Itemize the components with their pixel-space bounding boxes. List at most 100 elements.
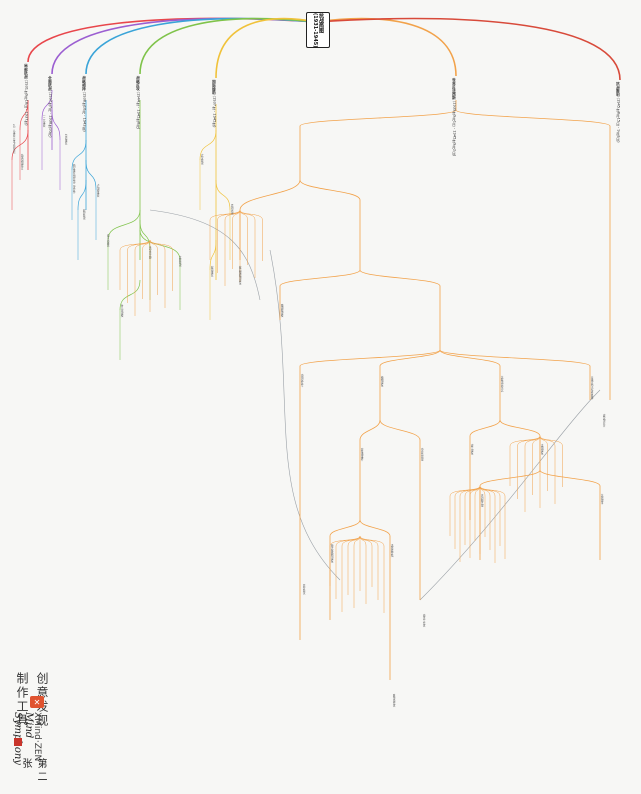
orange-connector — [469, 419, 501, 520]
orange-connector — [359, 519, 391, 680]
leaf-connector — [329, 535, 361, 586]
branch-title: 局部抗战 — [24, 64, 29, 79]
leaf-connector — [217, 209, 241, 273]
branch-connector-b7 — [315, 17, 621, 81]
sub-branch-connector — [11, 129, 29, 161]
orange-connector — [479, 469, 541, 560]
xmind-brand: XMind·ZEN — [32, 712, 42, 762]
leaf-node[interactable]: 武汉会战 — [200, 154, 204, 165]
tool-label: 制作工具 — [15, 672, 29, 728]
leaf-node[interactable]: 波茨坦公告 — [602, 414, 606, 427]
leaf-node[interactable]: 平型关大捷 — [148, 246, 152, 259]
branch-subtitle: (1945年8月15日 - 9月2日) — [616, 96, 621, 143]
branch-title: 战略相持 — [82, 76, 87, 91]
orange-connector — [299, 100, 457, 180]
leaf-connector — [142, 239, 151, 299]
leaf-node[interactable]: 日本宣布无条件投降 — [590, 376, 594, 400]
leaf-node[interactable]: 中途岛海战 — [420, 448, 424, 461]
branch-node-b5[interactable]: 国际援助 (1937年 - 1945年) — [212, 80, 216, 127]
branch-connector-b1 — [27, 17, 317, 63]
leaf-node[interactable]: 太原会战 — [178, 256, 182, 267]
branch-node-b3[interactable]: 战略相持 (1938年10月 - 1943年) — [82, 76, 86, 132]
leaf-node[interactable]: 伪满洲国成立 — [20, 154, 24, 170]
leaf-node[interactable]: 珍珠港事件 — [360, 448, 364, 461]
leaf-node[interactable]: 中国远征军 — [300, 374, 304, 387]
leaf-connector — [359, 535, 385, 613]
branch-subtitle: (1931年9月18日 - 1937年) — [24, 78, 29, 126]
leaf-connector — [239, 209, 248, 265]
leaf-node[interactable]: 诺曼底登陆 — [390, 544, 394, 557]
leaf-node[interactable]: 不列颠之战 — [480, 494, 484, 507]
leaf-node[interactable]: 南京大屠杀 — [106, 234, 110, 247]
leaf-connector — [232, 209, 241, 269]
sub-branch-connector — [199, 129, 217, 161]
branch-node-b6[interactable]: 世界反法西斯 (1939年9月1日 - 1945年9月2日) — [452, 78, 456, 156]
branch-subtitle: (1937年7月 - 1938年10月) — [48, 90, 53, 138]
leaf-node[interactable]: 华北事变 — [64, 134, 68, 145]
seal-icon — [14, 738, 22, 746]
sub-branch-connector — [119, 279, 141, 311]
xmind-logo-icon: ✕ — [30, 696, 44, 708]
leaf-node[interactable]: 皖南事变 — [210, 266, 214, 277]
leaf-node[interactable]: 法国战役 — [540, 444, 544, 455]
leaf-node[interactable]: 雅尔塔会议 — [392, 694, 396, 707]
branch-title: 战略反攻 — [136, 76, 141, 91]
orange-connector — [279, 269, 361, 320]
sub-branch-connector — [71, 139, 87, 171]
leaf-node[interactable]: 开罗会议 — [302, 584, 306, 595]
leaf-connector — [479, 485, 506, 559]
page-number: 第二张 — [20, 758, 46, 784]
leaf-node[interactable]: 缅甸战役 — [380, 376, 384, 387]
leaf-node[interactable]: 敌后根据地建设 — [238, 266, 242, 285]
relation-curve — [419, 389, 601, 601]
leaf-node[interactable]: 德黑兰会议 — [422, 614, 426, 627]
leaf-connector — [149, 239, 173, 291]
leaf-connector — [454, 485, 481, 549]
sub-branch-connector — [41, 89, 53, 121]
orange-connector — [299, 179, 361, 270]
sub-branch-connector — [107, 209, 141, 241]
branch-subtitle: (1938年10月 - 1943年) — [82, 90, 87, 132]
orange-connector — [379, 419, 421, 600]
sub-branch-connector — [85, 159, 97, 191]
branch-connector-b4 — [139, 17, 317, 75]
branch-node-b4[interactable]: 战略反攻 (1944年 - 1945年8月) — [136, 76, 140, 129]
sub-branch-connector — [19, 99, 29, 131]
leaf-node[interactable]: 一二八事变 — [42, 114, 46, 127]
orange-connector — [379, 349, 441, 420]
relation-curve — [269, 249, 341, 581]
orange-connector — [439, 349, 501, 420]
branch-node-b7[interactable]: 抗战胜利 (1945年8月15日 - 9月2日) — [616, 82, 620, 143]
leaf-node[interactable]: 豫湘桂战役 — [280, 304, 284, 317]
leaf-connector — [127, 239, 151, 303]
leaf-connector — [341, 535, 361, 612]
leaf-node[interactable]: 台儿庄战役 — [120, 304, 124, 317]
branch-connector-b5 — [215, 17, 317, 79]
leaf-connector — [359, 535, 367, 604]
leaf-connector — [239, 209, 263, 261]
branch-title: 世界反法西斯 — [452, 78, 457, 100]
leaf-node[interactable]: 卢沟桥事变 — [96, 184, 100, 197]
leaf-connector — [353, 535, 361, 608]
leaf-node[interactable]: 百团大战 — [230, 204, 234, 215]
relation-curve — [149, 209, 261, 301]
leaf-node[interactable]: 九一八事变 日本占领东北 — [12, 124, 16, 154]
root-node[interactable]: 抗战简图(1931-1945) — [306, 12, 330, 48]
sub-branch-connector — [139, 219, 151, 251]
leaf-node[interactable]: 斯大林格勒战役 — [330, 544, 334, 563]
orange-connector — [455, 109, 611, 180]
branch-node-b1[interactable]: 局部抗战 (1931年9月18日 - 1937年) — [24, 64, 28, 126]
leaf-node[interactable]: 西安事变 国共第二次合作 — [72, 164, 76, 194]
branch-subtitle: (1944年 - 1945年8月) — [136, 90, 141, 130]
branch-node-b2[interactable]: 全面抗战 (1937年7月 - 1938年10月) — [48, 76, 52, 138]
leaf-node[interactable]: 淞沪会战 — [82, 209, 86, 220]
leaf-node[interactable]: 苏德战争 — [600, 494, 604, 505]
branch-title: 全面抗战 — [48, 76, 53, 91]
sub-branch-connector — [77, 179, 87, 211]
orange-connector — [499, 419, 541, 470]
orange-connector — [359, 269, 441, 350]
leaf-node[interactable]: 波兰战役 — [470, 444, 474, 455]
leaf-node[interactable]: 苏联出兵东北 — [500, 376, 504, 392]
orange-connector — [329, 519, 361, 620]
orange-connector — [239, 179, 301, 260]
